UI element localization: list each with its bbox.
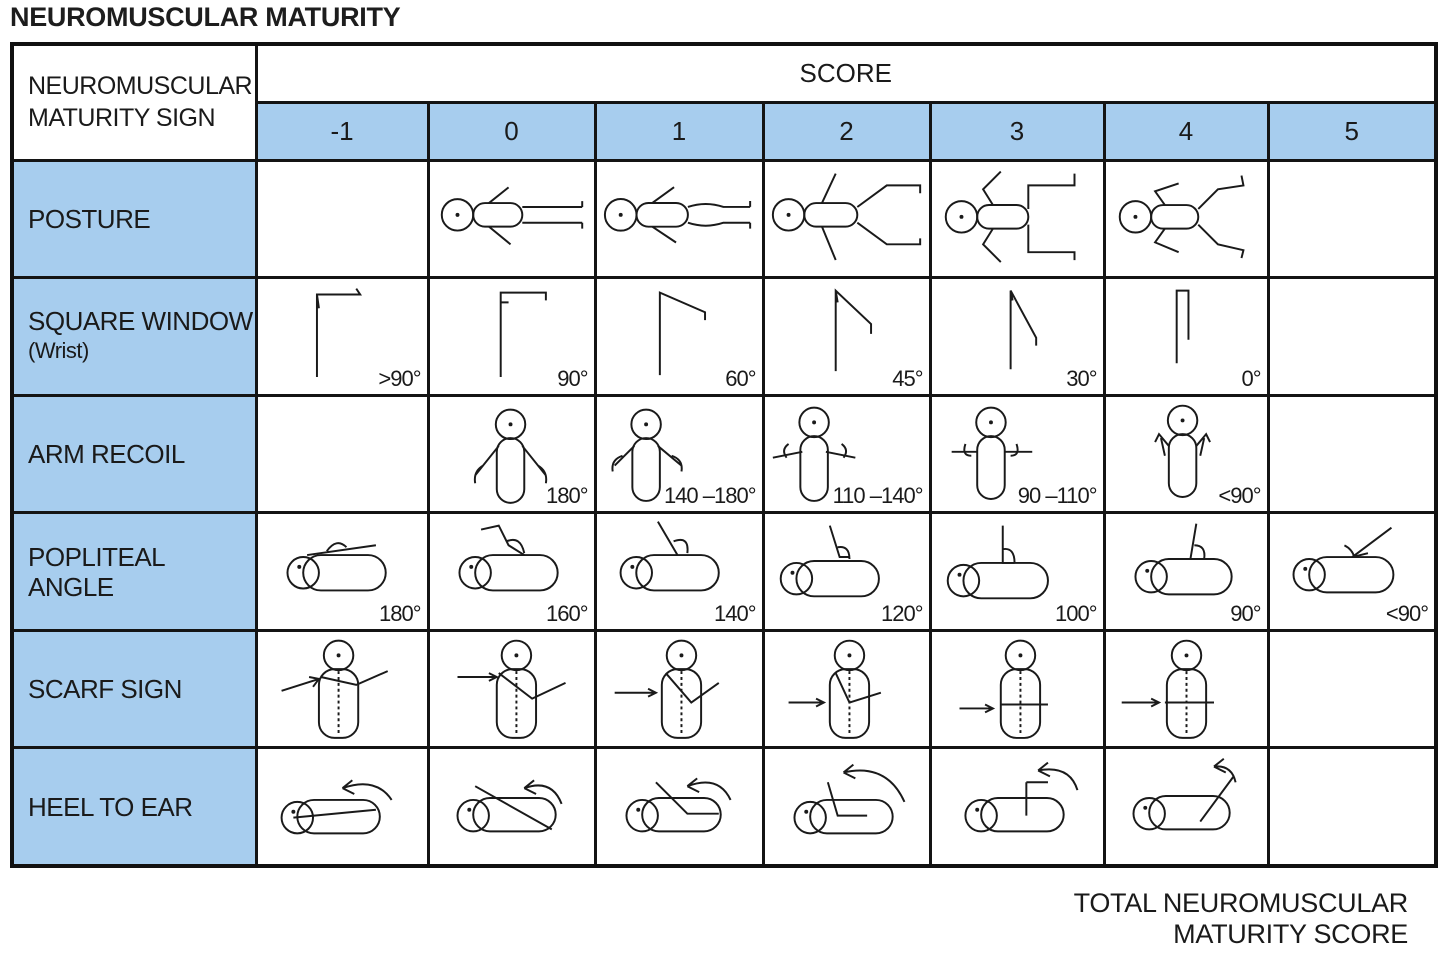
total-label-line2: MATURITY SCORE bbox=[1173, 919, 1408, 949]
square-window-figure-0: 90° bbox=[426, 276, 597, 397]
angle-label: 90° bbox=[1230, 600, 1261, 626]
scarf-sign-figure-2 bbox=[761, 628, 932, 750]
popliteal-figure-1: 140° bbox=[593, 511, 765, 632]
heel-to-ear-figure-minus1 bbox=[254, 746, 430, 868]
sign-header-line1: NEUROMUSCULAR bbox=[28, 72, 253, 101]
angle-label: 180° bbox=[545, 483, 589, 509]
posture-figure-1 bbox=[593, 158, 765, 280]
row-label-arm-recoil: ARM RECOIL bbox=[10, 393, 258, 515]
total-score-label: TOTAL NEUROMUSCULAR MATURITY SCORE bbox=[1073, 888, 1409, 950]
angle-label: <90° bbox=[1385, 600, 1429, 626]
popliteal-figure-4: 90° bbox=[1102, 511, 1270, 632]
posture-figure-3 bbox=[928, 158, 1106, 280]
row-sublabel-wrist: (Wrist) bbox=[28, 338, 89, 364]
scarf-sign-figure-minus1 bbox=[254, 628, 430, 750]
angle-label: 180° bbox=[378, 600, 422, 626]
heel-to-ear-figure-1 bbox=[593, 746, 765, 868]
sign-header-line2: MATURITY SIGN bbox=[28, 104, 216, 133]
heel-to-ear-figure-2 bbox=[761, 746, 932, 868]
angle-label: 140 –180° bbox=[663, 483, 757, 509]
angle-label: 45° bbox=[892, 365, 923, 391]
score-col-3: 3 bbox=[928, 100, 1106, 162]
scarf-sign-figure-0 bbox=[426, 628, 597, 750]
angle-label: >90° bbox=[378, 365, 421, 391]
scarf-sign-figure-4 bbox=[1102, 628, 1270, 750]
posture-figure-2 bbox=[761, 158, 932, 280]
popliteal-figure-5: <90° bbox=[1266, 511, 1438, 632]
scarf-sign-figure-1 bbox=[593, 628, 765, 750]
posture-figure-4 bbox=[1102, 158, 1270, 280]
angle-label: <90° bbox=[1218, 483, 1261, 509]
heel-to-ear-figure-4 bbox=[1102, 746, 1270, 868]
scarf-sign-figure-3 bbox=[928, 628, 1106, 750]
score-col-minus1: -1 bbox=[254, 100, 430, 162]
posture-figure-0 bbox=[426, 158, 597, 280]
score-col-1: 1 bbox=[593, 100, 765, 162]
arm-recoil-figure-2: 110 –140° bbox=[761, 393, 932, 515]
angle-label: 60° bbox=[725, 365, 756, 391]
score-col-2: 2 bbox=[761, 100, 932, 162]
row-label-heel-to-ear: HEEL TO EAR bbox=[10, 746, 258, 868]
popliteal-figure-0: 160° bbox=[426, 511, 597, 632]
square-window-figure-2: 45° bbox=[761, 276, 932, 397]
heel-to-ear-figure-3 bbox=[928, 746, 1106, 868]
angle-label: 0° bbox=[1241, 365, 1261, 391]
maturity-table: NEUROMUSCULAR MATURITY SIGN SCORE -1 0 1… bbox=[10, 42, 1439, 868]
square-window-figure-minus1: >90° bbox=[254, 276, 430, 397]
arm-recoil-figure-1: 140 –180° bbox=[593, 393, 765, 515]
table-row: POSTURE bbox=[10, 158, 1438, 280]
posture-cell-minus1 bbox=[254, 158, 430, 280]
arm-recoil-figure-0: 180° bbox=[426, 393, 597, 515]
angle-label: 140° bbox=[713, 600, 757, 626]
score-header: SCORE bbox=[254, 42, 1438, 104]
angle-label: 100° bbox=[1054, 600, 1098, 626]
popliteal-figure-minus1: 180° bbox=[254, 511, 430, 632]
row-label-posture: POSTURE bbox=[10, 158, 258, 280]
heel-to-ear-figure-0 bbox=[426, 746, 597, 868]
square-window-cell-5 bbox=[1266, 276, 1438, 397]
row-label-scarf-sign: SCARF SIGN bbox=[10, 628, 258, 750]
arm-recoil-figure-4: <90° bbox=[1102, 393, 1270, 515]
arm-recoil-cell-minus1 bbox=[254, 393, 430, 515]
heel-to-ear-cell-5 bbox=[1266, 746, 1438, 868]
page-title: NEUROMUSCULAR MATURITY bbox=[10, 2, 401, 32]
scarf-sign-cell-5 bbox=[1266, 628, 1438, 750]
score-col-4: 4 bbox=[1102, 100, 1270, 162]
row-label-popliteal-angle: POPLITEAL ANGLE bbox=[10, 511, 258, 632]
table-row: POPLITEAL ANGLE 180° 160° 140° 120° 100° bbox=[10, 511, 1438, 632]
angle-label: 90 –110° bbox=[1017, 483, 1098, 509]
table-row: SCARF SIGN bbox=[10, 628, 1438, 750]
score-col-0: 0 bbox=[426, 100, 597, 162]
popliteal-figure-2: 120° bbox=[761, 511, 932, 632]
total-label-line1: TOTAL NEUROMUSCULAR bbox=[1073, 888, 1409, 918]
square-window-figure-4: 0° bbox=[1102, 276, 1270, 397]
angle-label: 30° bbox=[1066, 365, 1097, 391]
table-row: ARM RECOIL 180° 140 –180° 110 –140° 90 –… bbox=[10, 393, 1438, 515]
square-window-figure-3: 30° bbox=[928, 276, 1106, 397]
score-col-5: 5 bbox=[1266, 100, 1438, 162]
sign-column-header: NEUROMUSCULAR MATURITY SIGN bbox=[10, 42, 258, 162]
square-window-figure-1: 60° bbox=[593, 276, 765, 397]
angle-label: 120° bbox=[880, 600, 924, 626]
angle-label: 160° bbox=[545, 600, 589, 626]
table-row: HEEL TO EAR bbox=[10, 746, 1438, 868]
posture-cell-5 bbox=[1266, 158, 1438, 280]
arm-recoil-cell-5 bbox=[1266, 393, 1438, 515]
popliteal-figure-3: 100° bbox=[928, 511, 1106, 632]
arm-recoil-figure-3: 90 –110° bbox=[928, 393, 1106, 515]
angle-label: 110 –140° bbox=[832, 483, 924, 509]
angle-label: 90° bbox=[557, 365, 588, 391]
table-row: SQUARE WINDOW (Wrist) >90° 90° 60° 45° 3… bbox=[10, 276, 1438, 397]
row-label-square-window: SQUARE WINDOW (Wrist) bbox=[10, 276, 258, 397]
